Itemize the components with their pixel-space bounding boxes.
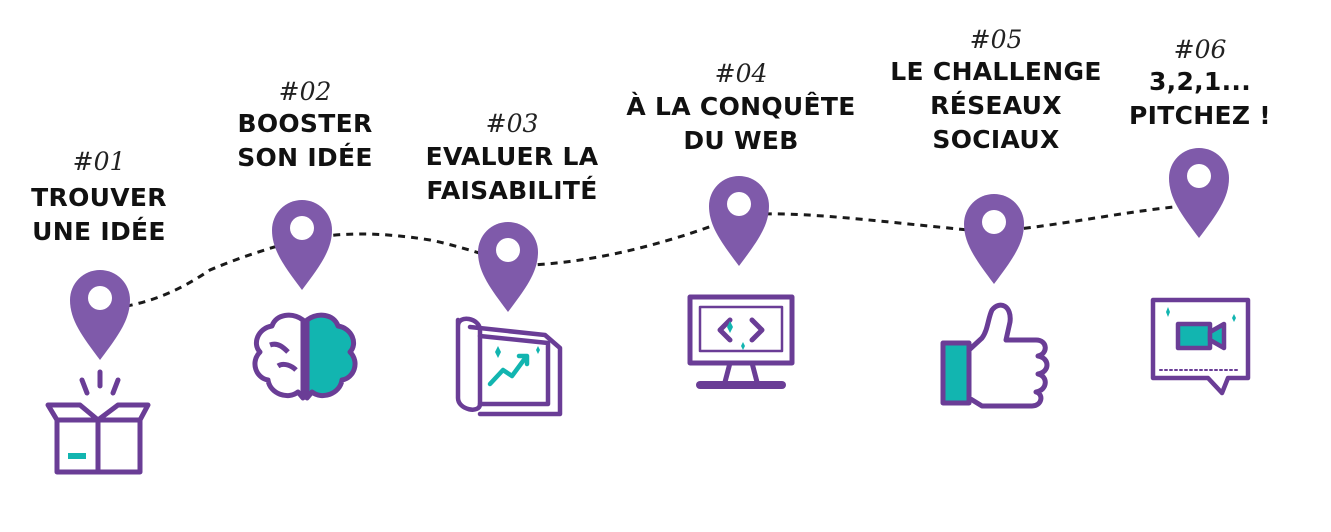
map-pin-icon [1169,148,1229,238]
map-pin-icon [272,200,332,290]
open-box-icon [45,369,151,475]
blueprint-chart-icon [455,316,563,417]
video-chat-icon [1150,297,1251,396]
step-03-title: EVALUER LA FAISABILITÉ [425,142,599,205]
step-04-number: #04 [714,59,768,88]
journey-dashed-path [99,203,1196,312]
step-01-number: #01 [72,147,126,176]
brain-icon [252,312,358,401]
step-04-title: À LA CONQUÊTE DU WEB [626,92,856,155]
step-06-number: #06 [1173,35,1227,64]
thumbs-up-icon [940,302,1050,409]
map-pin-icon [709,176,769,266]
step-05-number: #05 [969,25,1023,54]
map-pin-icon [478,222,538,312]
step-05-title: LE CHALLENGE RÉSEAUX SOCIAUX [890,57,1102,154]
step-06-title: 3,2,1... PITCHEZ ! [1129,67,1271,130]
map-pin-icon [964,194,1024,284]
step-02-title: BOOSTER SON IDÉE [237,109,373,172]
step-03-number: #03 [485,109,539,138]
computer-code-icon [687,294,795,389]
step-02-number: #02 [278,77,332,106]
step-01-title: TROUVER UNE IDÉE [31,183,167,246]
map-pin-icon [70,270,130,360]
